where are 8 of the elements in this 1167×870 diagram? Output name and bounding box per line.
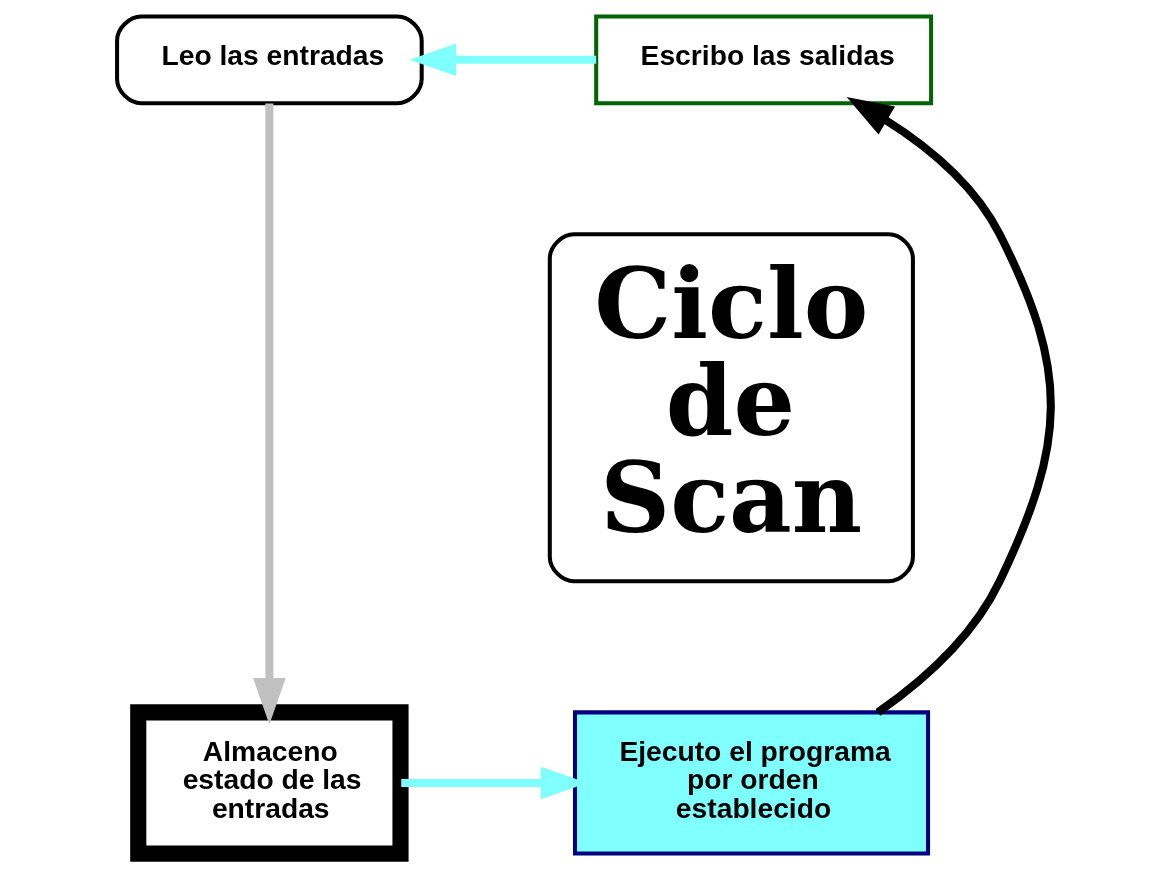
node-box: Escribo las salidas — [593, 14, 933, 106]
arrow — [409, 43, 596, 77]
node-box: Ejecuto el programa por orden establecido — [572, 710, 930, 856]
node-box: Almaceno estado de las entradas — [129, 704, 409, 862]
arrow — [846, 97, 1055, 716]
arrow — [252, 103, 286, 725]
node-box: Ciclo de Scan — [547, 232, 915, 584]
node-box: Leo las entradas — [114, 14, 424, 106]
